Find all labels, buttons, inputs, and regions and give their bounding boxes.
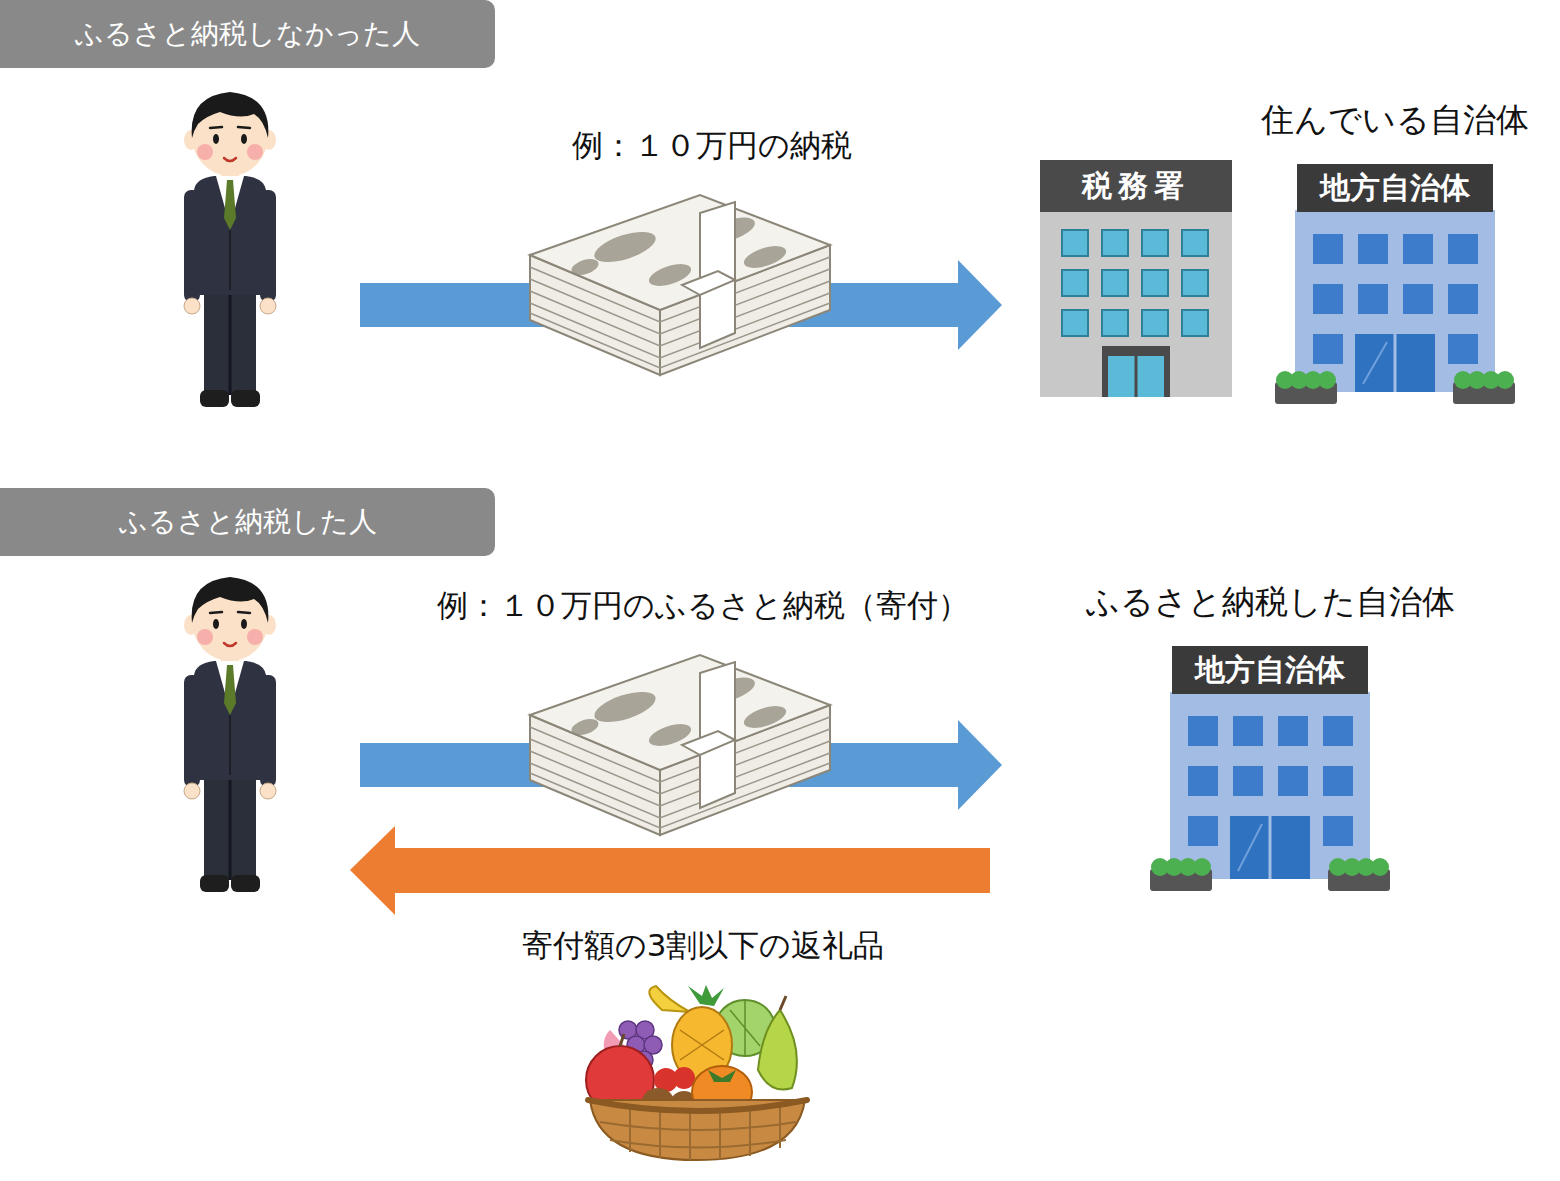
building: ふるさと納税した自治体地方自治体 (1070, 580, 1470, 891)
money-stack (530, 195, 830, 375)
sign-text: 地方自治体 (1195, 650, 1345, 691)
money-stack (530, 655, 830, 835)
building-body: 税務署 (1040, 160, 1232, 397)
building-sign: 地方自治体 (1297, 164, 1493, 212)
building: 税務署 (1040, 160, 1232, 397)
note-label: 例：１０万円のふるさと納税（寄付） (437, 586, 969, 624)
building-sign: 地方自治体 (1172, 646, 1368, 694)
building-sign: 税務署 (1040, 160, 1232, 212)
sign-text: 税務署 (1082, 166, 1190, 207)
header-band: ふるさと納税しなかった人 (0, 0, 495, 68)
building: 住んでいる自治体地方自治体 (1240, 98, 1550, 404)
header-text: ふるさと納税しなかった人 (75, 15, 420, 53)
building-body: 地方自治体 (1275, 164, 1515, 404)
note-label: 例：１０万円の納税 (572, 126, 852, 164)
building-heading: 住んでいる自治体 (1261, 98, 1529, 142)
person (184, 577, 276, 892)
person (184, 92, 276, 407)
header-band: ふるさと納税した人 (0, 488, 495, 556)
sign-text: 地方自治体 (1320, 168, 1470, 209)
header-text: ふるさと納税した人 (119, 503, 377, 541)
note-label: 寄付額の3割以下の返礼品 (522, 926, 885, 964)
gift-arrow (350, 826, 990, 915)
building-heading: ふるさと納税した自治体 (1086, 580, 1455, 624)
building-body: 地方自治体 (1150, 646, 1390, 891)
fruit-basket (586, 985, 807, 1160)
